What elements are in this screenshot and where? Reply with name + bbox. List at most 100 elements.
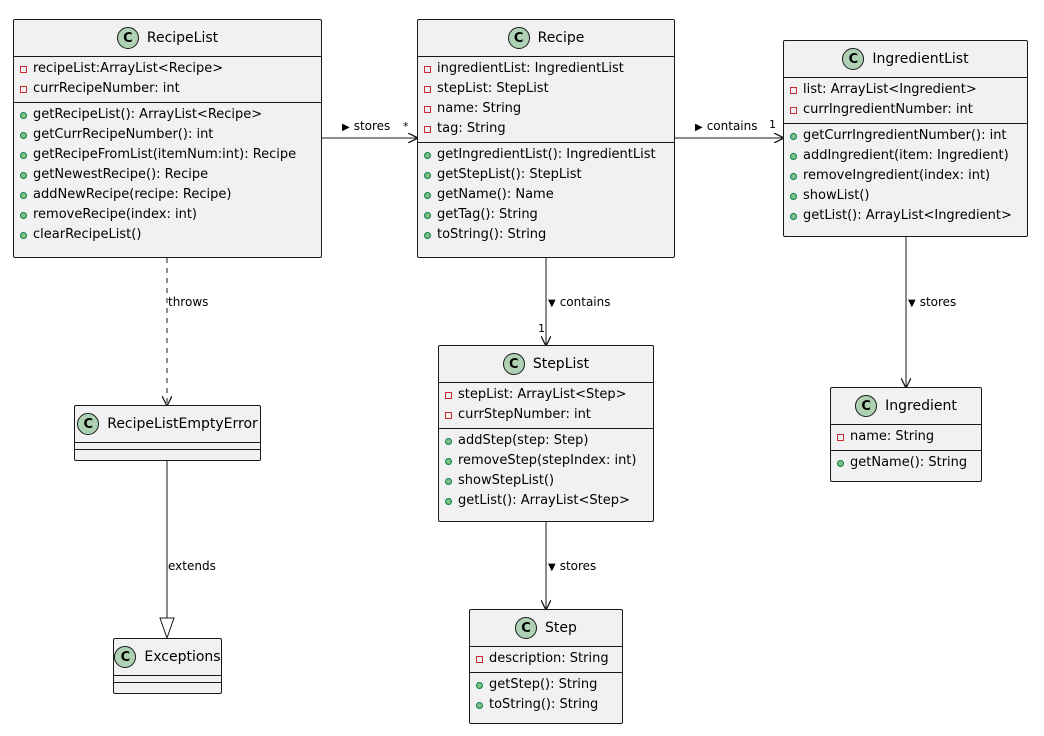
- contains-ingredient-list-multiplicity: 1: [769, 118, 776, 131]
- methods-section: getRecipeList(): ArrayList<Recipe> getCu…: [14, 102, 321, 248]
- method-text: getTag(): String: [437, 207, 538, 222]
- methods-section: getName(): String: [831, 450, 981, 476]
- relation-text: stores: [919, 295, 957, 309]
- methods-section: addStep(step: Step) removeStep(stepIndex…: [439, 428, 653, 514]
- method-row: getName(): String: [837, 453, 975, 473]
- method-text: getName(): String: [850, 455, 968, 470]
- method-row: clearRecipeList(): [20, 225, 315, 245]
- method-text: toString(): String: [489, 697, 599, 712]
- class-c-icon: C: [114, 646, 137, 668]
- method-text: getList(): ArrayList<Step>: [458, 493, 630, 508]
- method-row: getList(): ArrayList<Ingredient>: [790, 206, 1021, 226]
- fields-section: name: String: [831, 424, 981, 450]
- public-icon: [445, 437, 452, 445]
- class-c-icon: C: [855, 395, 878, 417]
- field-row: ingredientList: IngredientList: [424, 59, 668, 79]
- method-text: toString(): String: [437, 227, 547, 242]
- method-row: getCurrIngredientNumber(): int: [790, 126, 1021, 146]
- method-row: showList(): [790, 186, 1021, 206]
- field-row: currStepNumber: int: [445, 405, 647, 425]
- public-icon: [790, 172, 797, 180]
- method-text: showStepList(): [458, 473, 555, 488]
- method-text: getRecipeFromList(itemNum:int): Recipe: [33, 147, 297, 162]
- class-header: C IngredientList: [784, 41, 1027, 77]
- field-row: stepList: StepList: [424, 79, 668, 99]
- method-text: addStep(step: Step): [458, 433, 589, 448]
- field-row: currRecipeNumber: int: [20, 79, 315, 99]
- stores-step-label: ▼stores: [548, 559, 596, 575]
- method-text: showList(): [803, 188, 870, 203]
- private-icon: [424, 85, 431, 93]
- method-row: getTag(): String: [424, 205, 668, 225]
- field-text: currIngredientNumber: int: [803, 102, 973, 117]
- field-text: tag: String: [437, 121, 506, 136]
- private-icon: [790, 106, 797, 114]
- class-c-icon: C: [502, 353, 525, 375]
- class-name: RecipeList: [146, 30, 219, 46]
- class-recipe-list: C RecipeList recipeList:ArrayList<Recipe…: [13, 19, 322, 258]
- relation-text: contains: [706, 119, 758, 133]
- method-row: addStep(step: Step): [445, 431, 647, 451]
- method-text: getList(): ArrayList<Ingredient>: [803, 208, 1012, 223]
- field-text: currStepNumber: int: [458, 407, 591, 422]
- fields-section: stepList: ArrayList<Step> currStepNumber…: [439, 382, 653, 428]
- methods-section: getCurrIngredientNumber(): int addIngred…: [784, 123, 1027, 229]
- class-header: C Recipe: [418, 20, 674, 56]
- method-text: removeRecipe(index: int): [33, 207, 197, 222]
- method-row: getIngredientList(): IngredientList: [424, 145, 668, 165]
- method-row: removeStep(stepIndex: int): [445, 451, 647, 471]
- public-icon: [445, 457, 452, 465]
- relation-text: stores: [559, 559, 597, 573]
- class-ingredient-list: C IngredientList list: ArrayList<Ingredi…: [783, 40, 1028, 237]
- method-text: clearRecipeList(): [33, 227, 142, 242]
- methods-section: getIngredientList(): IngredientList getS…: [418, 142, 674, 248]
- class-c-icon: C: [507, 27, 530, 49]
- class-c-icon: C: [515, 617, 538, 639]
- class-header: C Exceptions: [114, 639, 221, 675]
- private-icon: [445, 411, 452, 419]
- method-row: addNewRecipe(recipe: Recipe): [20, 185, 315, 205]
- method-row: toString(): String: [476, 695, 616, 715]
- direction-down-icon: ▼: [548, 562, 556, 573]
- method-row: showStepList(): [445, 471, 647, 491]
- private-icon: [424, 65, 431, 73]
- fields-section: [114, 675, 221, 682]
- field-text: name: String: [437, 101, 522, 116]
- field-row: name: String: [424, 99, 668, 119]
- relation-text: stores: [353, 119, 391, 133]
- class-header: C RecipeList: [14, 20, 321, 56]
- public-icon: [790, 192, 797, 200]
- method-text: removeIngredient(index: int): [803, 168, 991, 183]
- method-text: getIngredientList(): IngredientList: [437, 147, 656, 162]
- public-icon: [20, 231, 27, 239]
- methods-section: [75, 449, 260, 456]
- field-text: list: ArrayList<Ingredient>: [803, 82, 977, 97]
- public-icon: [424, 211, 431, 219]
- public-icon: [20, 191, 27, 199]
- private-icon: [424, 105, 431, 113]
- public-icon: [20, 151, 27, 159]
- field-text: name: String: [850, 429, 935, 444]
- method-text: getStep(): String: [489, 677, 598, 692]
- class-recipe: C Recipe ingredientList: IngredientList …: [417, 19, 675, 258]
- field-row: stepList: ArrayList<Step>: [445, 385, 647, 405]
- public-icon: [424, 231, 431, 239]
- extends-label: extends: [168, 559, 216, 573]
- field-row: currIngredientNumber: int: [790, 100, 1021, 120]
- stores-recipe-label: ▶stores: [342, 119, 390, 135]
- method-row: removeIngredient(index: int): [790, 166, 1021, 186]
- public-icon: [790, 212, 797, 220]
- method-row: getRecipeList(): ArrayList<Recipe>: [20, 105, 315, 125]
- contains-step-list-multiplicity: 1: [538, 322, 545, 335]
- method-row: addIngredient(item: Ingredient): [790, 146, 1021, 166]
- method-row: getList(): ArrayList<Step>: [445, 491, 647, 511]
- class-name: Exceptions: [144, 649, 221, 665]
- field-row: tag: String: [424, 119, 668, 139]
- public-icon: [476, 681, 483, 689]
- private-icon: [445, 391, 452, 399]
- public-icon: [20, 171, 27, 179]
- method-text: addIngredient(item: Ingredient): [803, 148, 1009, 163]
- public-icon: [790, 132, 797, 140]
- public-icon: [424, 151, 431, 159]
